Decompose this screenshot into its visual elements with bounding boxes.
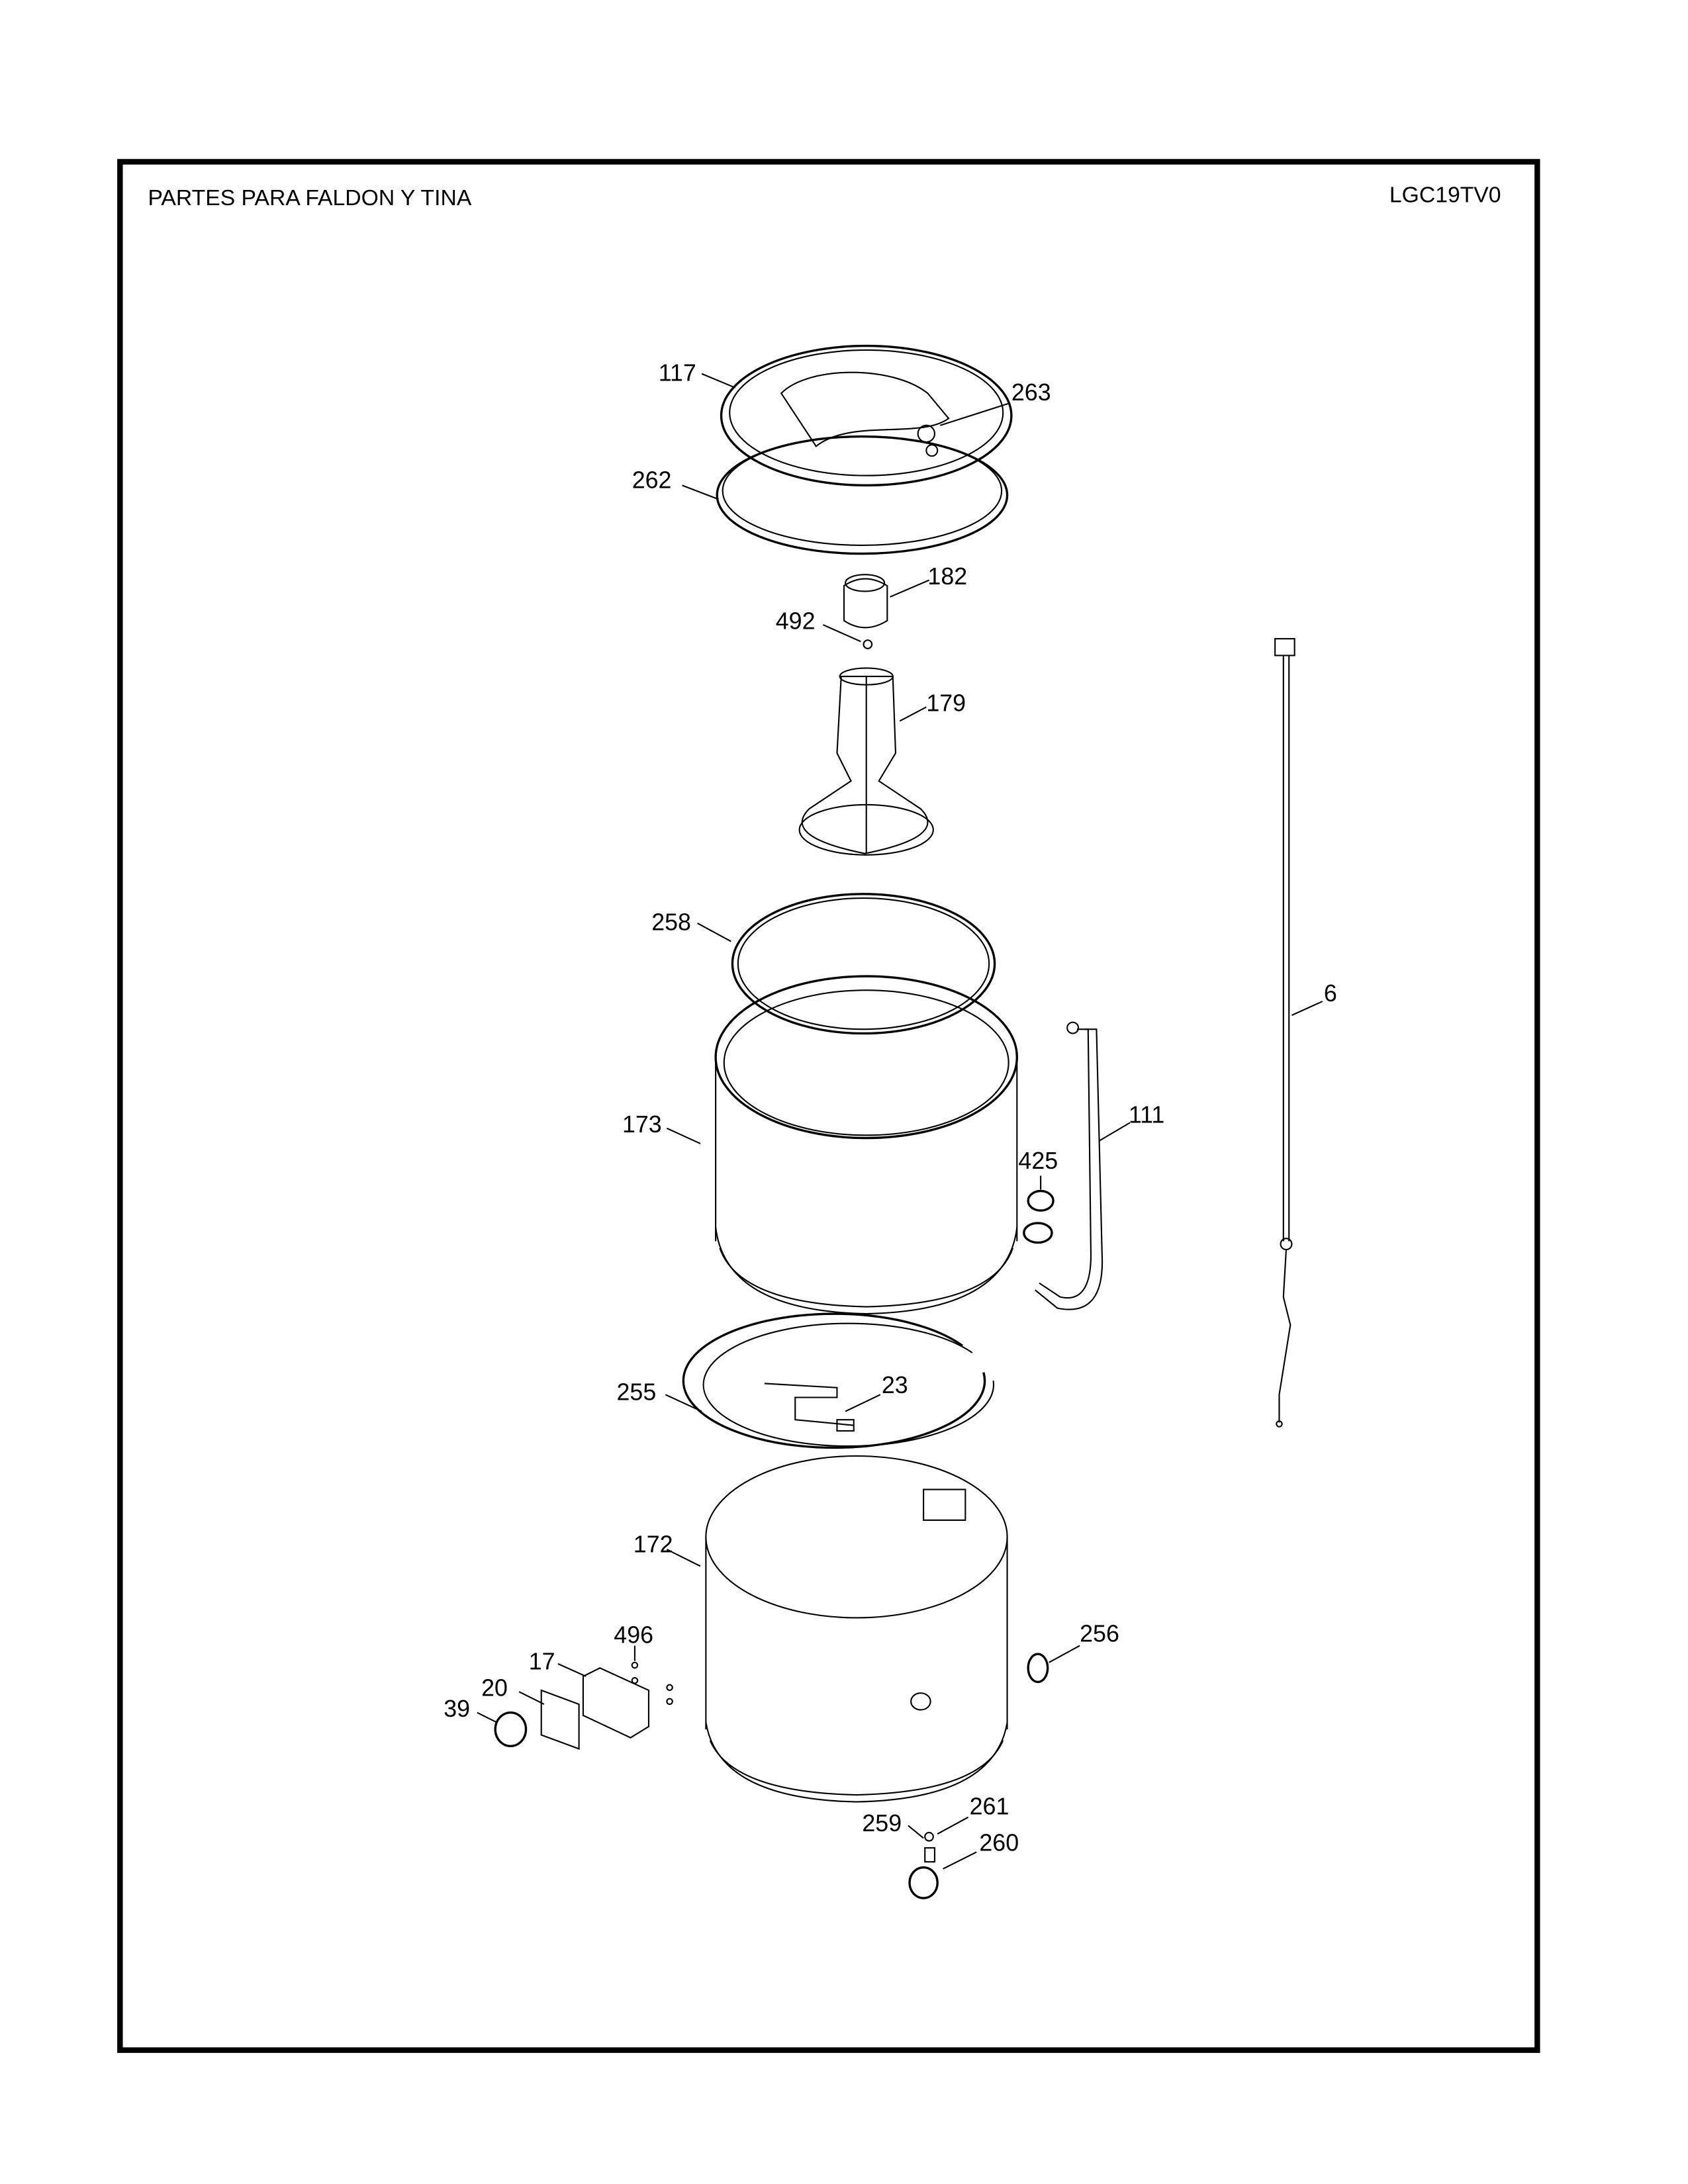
callout-182: 182 bbox=[927, 563, 967, 590]
model-number: LGC19TV0 bbox=[1389, 183, 1501, 208]
diagram-frame bbox=[117, 159, 1540, 2053]
leader-lines bbox=[477, 373, 1323, 1870]
callout-39: 39 bbox=[444, 1696, 470, 1722]
callout-256: 256 bbox=[1080, 1620, 1119, 1647]
callout-259: 259 bbox=[862, 1810, 902, 1837]
part-6-wire-rod bbox=[1274, 638, 1295, 1428]
part-173-basket bbox=[714, 975, 1018, 1315]
callout-23: 23 bbox=[882, 1372, 908, 1398]
part-17-switch bbox=[582, 1667, 650, 1739]
part-20-bezel bbox=[540, 1689, 580, 1751]
callout-496: 496 bbox=[614, 1621, 653, 1648]
callout-261: 261 bbox=[970, 1794, 1009, 1820]
part-111-hose bbox=[1035, 1021, 1103, 1310]
part-425 bbox=[1023, 1189, 1055, 1244]
callout-111: 111 bbox=[1129, 1101, 1164, 1128]
part-260-pump-fitting bbox=[908, 1831, 939, 1899]
callout-260: 260 bbox=[979, 1829, 1019, 1856]
part-172-outer-tub bbox=[705, 1455, 1008, 1803]
part-117-tub-cover bbox=[720, 344, 1013, 487]
part-256 bbox=[1027, 1653, 1049, 1684]
part-255-cover bbox=[682, 1312, 995, 1449]
part-262-gasket bbox=[716, 435, 1009, 555]
callout-117: 117 bbox=[659, 359, 696, 386]
callout-172: 172 bbox=[633, 1531, 673, 1557]
part-182 bbox=[843, 574, 888, 629]
callout-492: 492 bbox=[776, 608, 816, 634]
callout-6: 6 bbox=[1324, 980, 1337, 1007]
part-179-agitator bbox=[798, 667, 934, 856]
part-23-harness bbox=[764, 1383, 855, 1432]
callout-263: 263 bbox=[1011, 379, 1051, 406]
diagram-title: PARTES PARA FALDON Y TINA bbox=[148, 185, 471, 210]
part-258-ring bbox=[731, 893, 996, 1035]
callout-262: 262 bbox=[632, 467, 672, 494]
callout-258: 258 bbox=[651, 909, 691, 936]
callout-20: 20 bbox=[481, 1674, 508, 1701]
callout-179: 179 bbox=[926, 690, 966, 717]
callout-255: 255 bbox=[617, 1379, 657, 1406]
part-39-knob bbox=[494, 1711, 528, 1747]
part-496-screws bbox=[631, 1661, 673, 1706]
callout-173: 173 bbox=[622, 1111, 662, 1138]
callout-17: 17 bbox=[529, 1648, 555, 1674]
callout-425: 425 bbox=[1018, 1148, 1058, 1174]
part-492-screw bbox=[863, 639, 873, 649]
